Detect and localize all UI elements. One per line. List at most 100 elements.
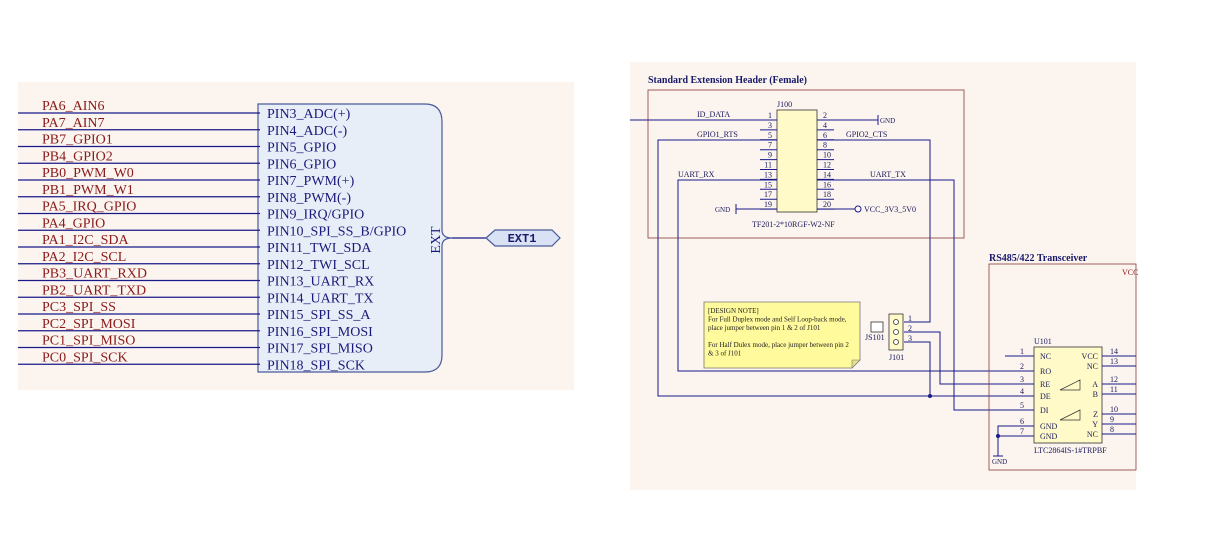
design-note-text: [DESIGN NOTE]For Full Duplex mode and Se… [708, 307, 849, 358]
j100-pin-number: 17 [764, 190, 772, 199]
u101-pin-number: 13 [1110, 357, 1118, 366]
u101-pin-name: A [1092, 380, 1098, 389]
net-label: PA7_AIN7 [42, 116, 105, 131]
pin-label: PIN13_UART_RX [267, 275, 374, 290]
u101-pin-name: B [1093, 390, 1098, 399]
u101-pin-number: 3 [1020, 375, 1024, 384]
design-note-line: For Full Duplex mode and Self Loop-back … [708, 316, 847, 324]
gnd-bottom-label: GND [715, 206, 730, 214]
net-label: PA6_AIN6 [42, 99, 105, 114]
u101-pin-number: 11 [1110, 385, 1118, 394]
ext1-port-label: EXT1 [508, 232, 537, 246]
jumper-pin3-wire [904, 341, 931, 396]
ext1-port-flag[interactable] [485, 229, 561, 247]
u101-ref: U101 [1034, 337, 1052, 346]
u101-pin-number: 10 [1110, 405, 1118, 414]
u101-pin-name: DI [1040, 406, 1049, 415]
u101-pin-name: RE [1040, 380, 1050, 389]
gnd-top-label: GND [880, 117, 895, 125]
u101-pin-number: 7 [1020, 427, 1024, 436]
j100-pin-number: 20 [823, 200, 831, 209]
u101-pin-name: VCC [1082, 352, 1098, 361]
net-label: PC2_SPI_MOSI [42, 317, 136, 332]
gpio1-rts-label: GPIO1_RTS [697, 130, 738, 139]
id-data-label: ID_DATA [697, 110, 730, 119]
j100-pin-number: 10 [823, 151, 831, 160]
j100-pin-number: 16 [823, 180, 831, 189]
u101-pin-number: 2 [1020, 362, 1024, 371]
u101-pin-name: NC [1087, 430, 1098, 439]
j100-part-number: TF201-2*10RGF-W2-NF [752, 220, 835, 229]
u101-ic-body[interactable] [1033, 346, 1103, 444]
pin-label: PIN7_PWM(+) [267, 174, 355, 189]
gpio2-cts-label: GPIO2_CTS [846, 130, 887, 139]
j100-connector-body[interactable] [776, 109, 818, 213]
j100-pin-number: 5 [768, 131, 772, 140]
j100-pin-number: 4 [823, 121, 827, 130]
u101-pin-number: 14 [1110, 347, 1118, 356]
pin-label: PIN17_SPI_MISO [267, 342, 373, 357]
u101-pin-name: Y [1092, 420, 1098, 429]
u101-pin-name: DE [1040, 392, 1051, 401]
u101-part-number: LTC2864IS-1#TRPBF [1034, 446, 1107, 455]
j100-pin-number: 11 [764, 161, 772, 170]
net-label: PC3_SPI_SS [42, 300, 116, 315]
pin-label: PIN6_GPIO [267, 157, 336, 172]
transceiver-frame [988, 263, 1137, 471]
pin-label: PIN12_TWI_SCL [267, 258, 370, 273]
pin-label: PIN16_SPI_MOSI [267, 325, 373, 340]
js101-shunt[interactable] [870, 321, 884, 333]
driver-symbol [1059, 409, 1081, 421]
gpio1-rts-wire [657, 139, 1005, 397]
uart-rx-wire [677, 179, 1005, 372]
net-label: PB0_PWM_W0 [42, 166, 134, 181]
j100-pin-number: 14 [823, 170, 831, 179]
pin-label: PIN3_ADC(+) [267, 107, 351, 122]
uart-tx-wire [817, 179, 1005, 411]
pin-label: PIN11_TWI_SDA [267, 241, 372, 256]
net-label: PA2_I2C_SCL [42, 250, 126, 265]
u101-pin-number: 9 [1110, 415, 1114, 424]
u101-pin-name: Z [1093, 410, 1098, 419]
uart-tx-label: UART_TX [870, 170, 906, 179]
pin-label: PIN15_SPI_SS_A [267, 308, 371, 323]
pin-label: PIN4_ADC(-) [267, 124, 347, 139]
pin-label: PIN18_SPI_SCK [267, 358, 365, 373]
uart-rx-label: UART_RX [678, 170, 715, 179]
u101-pin-name: NC [1087, 362, 1098, 371]
u101-pin-name: GND [1040, 432, 1058, 441]
design-note-line: place jumper between pin 1 & 2 of J101 [708, 324, 821, 332]
u101-gnd-label: GND [992, 458, 1007, 466]
j101-pin[interactable] [893, 329, 899, 335]
u101-pin-name: RO [1040, 367, 1051, 376]
j101-ref: J101 [889, 353, 904, 362]
js101-ref: JS101 [865, 333, 885, 342]
u101-pin-number: 5 [1020, 401, 1024, 410]
j100-pin-number: 3 [768, 121, 772, 130]
j100-pin-number: 6 [823, 131, 827, 140]
extension-header-title: Standard Extension Header (Female) [648, 75, 807, 86]
net-label: PA5_IRQ_GPIO [42, 200, 136, 215]
gnd-junction-dot [996, 434, 1000, 438]
j101-pin[interactable] [893, 319, 899, 325]
net-label: PB7_GPIO1 [42, 133, 113, 148]
receiver-symbol [1059, 379, 1081, 391]
net-label: PB3_UART_RXD [42, 267, 147, 282]
pin-label: PIN10_SPI_SS_B/GPIO [267, 224, 406, 239]
design-note-fold [851, 359, 861, 369]
design-note-line: & 3 of J101 [708, 350, 742, 358]
j101-pin-number: 1 [908, 314, 912, 323]
j101-pin-number: 2 [908, 324, 912, 333]
net-label: PA4_GPIO [42, 216, 105, 231]
j100-pin-number: 1 [768, 111, 772, 120]
u101-gnd-wire [997, 425, 1005, 456]
ext-bus-bracket [257, 103, 453, 373]
u101-pin-number: 12 [1110, 375, 1118, 384]
design-note-line: For Half Dulex mode, place jumper betwee… [708, 341, 849, 349]
transceiver-title: RS485/422 Transceiver [989, 253, 1088, 264]
j100-pin-number: 12 [823, 161, 831, 170]
j101-pin[interactable] [893, 339, 899, 345]
junction-dot [928, 394, 932, 398]
net-label: PB2_UART_TXD [42, 283, 146, 298]
net-label: PC0_SPI_SCK [42, 350, 128, 365]
